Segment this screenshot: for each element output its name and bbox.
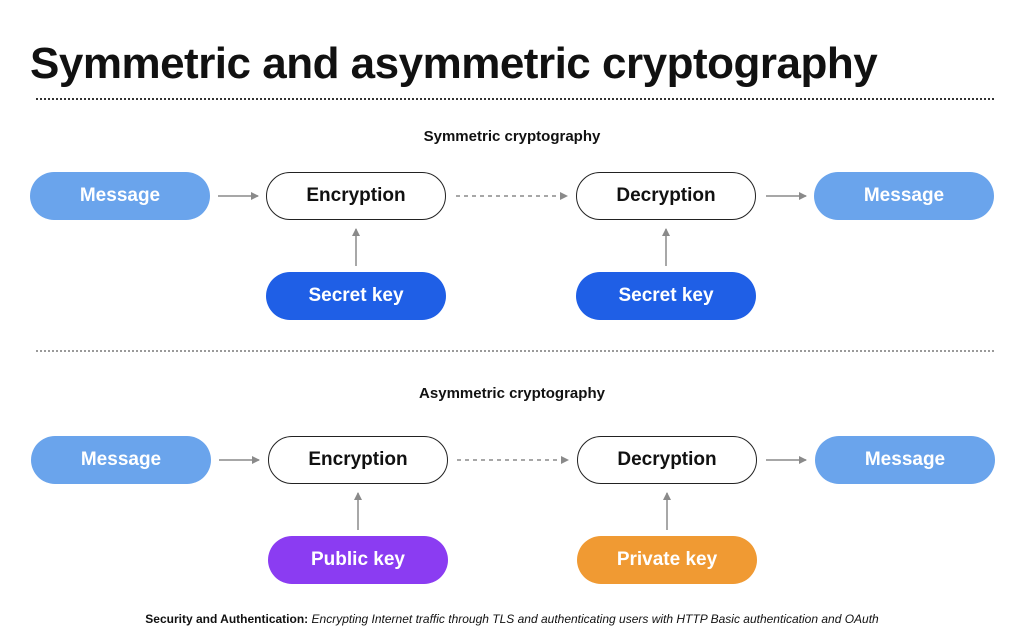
asymmetric-output-message-label: Message: [864, 449, 946, 470]
symmetric-output-message-label: Message: [863, 185, 945, 206]
asymmetric-encryption-label: Encryption: [308, 449, 408, 470]
asymmetric-input-message-label: Message: [80, 449, 162, 470]
asymmetric-decryption-label: Decryption: [617, 449, 717, 470]
symmetric-encryption-key-label: Secret key: [308, 285, 404, 306]
asymmetric-encryption-key-label: Public key: [311, 549, 405, 570]
footer-label: Security and Authentication:: [145, 612, 309, 626]
symmetric-decryption-key-label: Secret key: [618, 285, 714, 306]
symmetric-decryption-key-node: Secret key: [576, 272, 756, 320]
asymmetric-input-message-node: Message: [31, 436, 211, 484]
symmetric-encryption-key-node: Secret key: [266, 272, 446, 320]
asymmetric-decryption-key-node: Private key: [577, 536, 757, 584]
symmetric-input-message-node: Message: [30, 172, 210, 220]
symmetric-encryption-label: Encryption: [306, 185, 406, 206]
symmetric-output-message-node: Message: [814, 172, 994, 220]
asymmetric-output-message-node: Message: [815, 436, 995, 484]
section-divider: [36, 350, 994, 352]
asymmetric-heading: Asymmetric cryptography: [419, 385, 605, 402]
page-title: Symmetric and asymmetric cryptography: [30, 39, 878, 88]
symmetric-encryption-node: Encryption: [266, 172, 446, 220]
title-divider: [36, 98, 994, 100]
asymmetric-encryption-node: Encryption: [268, 436, 448, 484]
symmetric-decryption-label: Decryption: [616, 185, 716, 206]
asymmetric-decryption-node: Decryption: [577, 436, 757, 484]
symmetric-decryption-node: Decryption: [576, 172, 756, 220]
asymmetric-decryption-key-label: Private key: [616, 549, 718, 570]
footer-caption: Security and Authentication: Encrypting …: [0, 611, 1024, 627]
symmetric-heading: Symmetric cryptography: [423, 128, 601, 145]
asymmetric-encryption-key-node: Public key: [268, 536, 448, 584]
footer-text: Encrypting Internet traffic through TLS …: [311, 612, 879, 626]
symmetric-input-message-label: Message: [79, 185, 161, 206]
